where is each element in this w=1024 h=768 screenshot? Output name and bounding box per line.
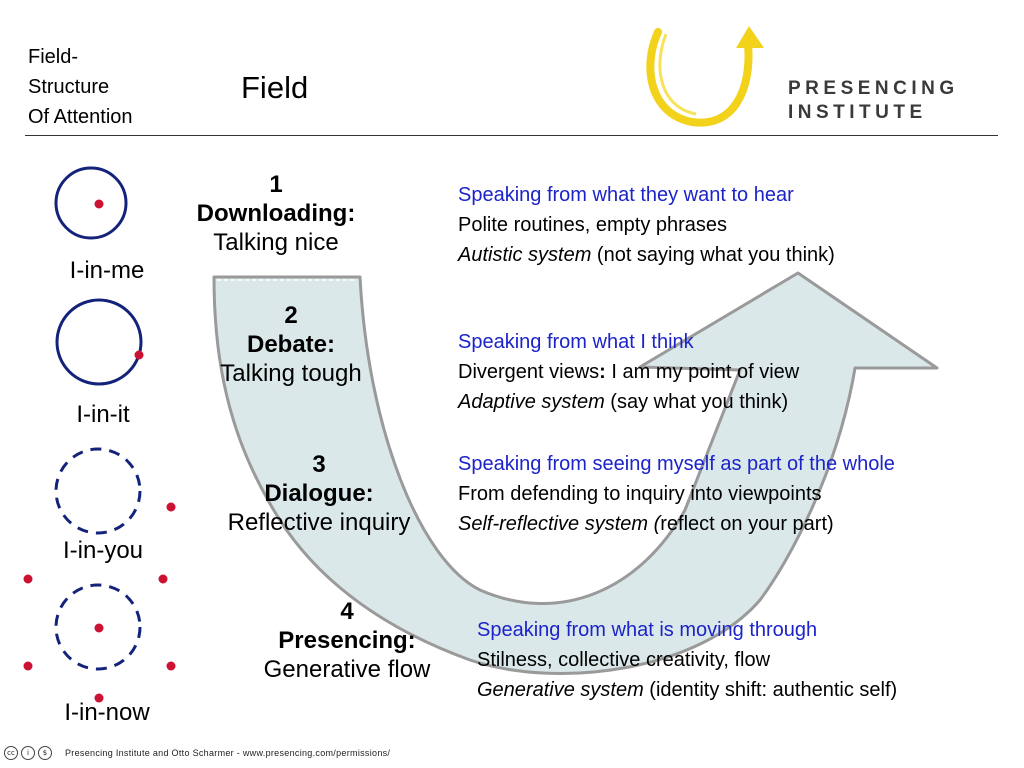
description-4: Speaking from what is moving through Sti… <box>477 615 897 705</box>
system-note: (say what you think) <box>604 391 789 413</box>
header-line: Structure <box>28 76 110 98</box>
dot-icon <box>166 661 176 671</box>
system-note: (identity shift: authentic self) <box>643 679 898 701</box>
description-colon: : <box>599 361 606 383</box>
description-1: Speaking from what they want to hear Pol… <box>458 180 835 270</box>
description-text: I am my point of view <box>605 361 800 383</box>
dot-icon <box>94 199 104 209</box>
description-line: Generative system (identity shift: authe… <box>477 675 897 705</box>
level-label-i-in-it: I-in-it <box>76 401 130 428</box>
description-heading: Speaking from what is moving through <box>477 619 818 641</box>
stage-subtitle: Talking tough <box>220 360 362 387</box>
circle-i-in-now <box>54 583 142 671</box>
stage-1: 1 Downloading: Talking nice <box>197 170 356 257</box>
u-arrow <box>212 271 939 675</box>
stage-subtitle: Talking nice <box>213 229 339 256</box>
description-heading: Speaking from seeing myself as part of t… <box>458 453 895 475</box>
circle-i-in-you <box>54 447 142 535</box>
footer-credit: Presencing Institute and Otto Scharmer -… <box>65 748 391 758</box>
stage-name: Downloading: <box>196 200 356 227</box>
logo-line: INSTITUTE <box>788 102 927 123</box>
dot-icon <box>158 574 168 584</box>
header-subtitle: Field- Structure Of Attention <box>28 42 133 132</box>
header-line: Field- <box>28 46 79 68</box>
page-title: Field <box>241 70 309 105</box>
noncommercial-icon: $ <box>38 746 52 760</box>
level-label-i-in-you: I-in-you <box>62 537 144 564</box>
level-label-i-in-me: I-in-me <box>69 257 145 284</box>
footer: cc i $ Presencing Institute and Otto Sch… <box>4 746 390 760</box>
system-note: reflect on your part) <box>660 513 834 535</box>
dot-icon <box>166 502 176 512</box>
stage-number: 4 <box>340 598 354 625</box>
description-text: Divergent views <box>458 361 600 383</box>
dot-icon <box>134 350 144 360</box>
stage-number: 1 <box>269 171 283 198</box>
stage-name: Dialogue: <box>264 480 374 507</box>
description-line: Stilness, collective creativity, flow <box>477 649 771 671</box>
system-type: Self-reflective system ( <box>458 513 661 535</box>
stage-2: 2 Debate: Talking tough <box>220 301 361 388</box>
header-divider <box>25 135 998 136</box>
description-3: Speaking from seeing myself as part of t… <box>458 449 895 539</box>
description-line: Autistic system (not saying what you thi… <box>458 240 835 270</box>
system-type: Autistic system <box>458 244 592 266</box>
system-type: Adaptive system <box>458 391 605 413</box>
stage-number: 2 <box>284 302 298 329</box>
stage-name: Debate: <box>246 331 336 358</box>
description-line: Adaptive system (say what you think) <box>458 387 799 417</box>
stage-4: 4 Presencing: Generative flow <box>264 597 431 684</box>
system-type: Generative system <box>477 679 644 701</box>
arrow-loop-logo-icon <box>646 26 764 127</box>
description-line: From defending to inquiry into viewpoint… <box>458 483 822 505</box>
system-note: (not saying what you think) <box>591 244 835 266</box>
dot-icon <box>94 693 104 703</box>
stage-subtitle: Reflective inquiry <box>227 509 411 536</box>
dot-icon <box>94 623 104 633</box>
stage-name: Presencing: <box>278 627 416 654</box>
stage-3: 3 Dialogue: Reflective inquiry <box>228 450 411 537</box>
header-line: Of Attention <box>28 106 133 128</box>
cc-icon: cc <box>4 746 18 760</box>
description-2: Speaking from what I think Divergent vie… <box>458 327 799 417</box>
stage-subtitle: Generative flow <box>263 656 431 683</box>
logo-line: PRESENCING <box>788 78 959 99</box>
description-heading: Speaking from what they want to hear <box>458 184 794 206</box>
description-line: Divergent views: I am my point of view <box>458 357 799 387</box>
description-line: Polite routines, empty phrases <box>458 214 728 236</box>
attribution-icon: i <box>21 746 35 760</box>
description-heading: Speaking from what I think <box>458 331 694 353</box>
logo-wordmark: PRESENCING INSTITUTE <box>788 77 959 125</box>
circle-i-in-me <box>54 166 128 240</box>
description-line: Self-reflective system (reflect on your … <box>458 509 895 539</box>
stage-number: 3 <box>312 451 326 478</box>
dot-icon <box>23 661 33 671</box>
dot-icon <box>23 574 33 584</box>
circle-i-in-it <box>55 298 143 386</box>
level-label-i-in-now: I-in-now <box>64 699 150 726</box>
